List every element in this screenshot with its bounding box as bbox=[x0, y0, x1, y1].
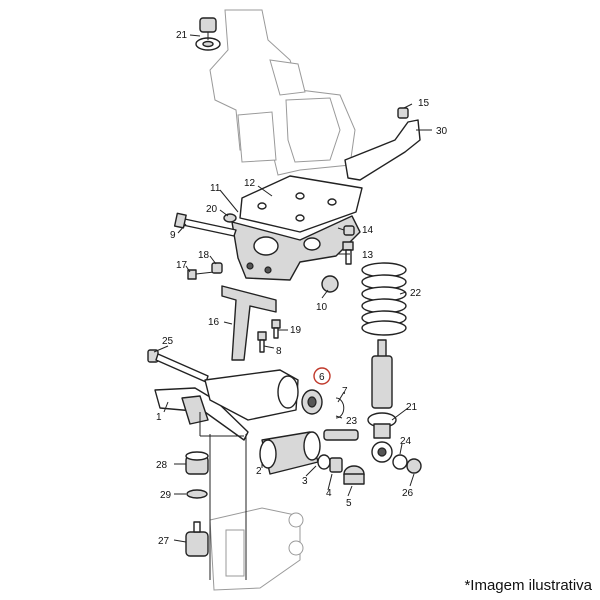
callout-labels: 21 15 30 12 11 20 9 14 18 13 17 22 10 16… bbox=[156, 30, 448, 547]
part-5-cap bbox=[343, 465, 365, 485]
part-19-bolt bbox=[271, 319, 281, 339]
part-6-bushing bbox=[301, 389, 323, 415]
callout-6: 6 bbox=[319, 372, 325, 383]
callout-24: 24 bbox=[400, 436, 412, 447]
part-21-top-nut bbox=[195, 17, 221, 51]
part-8-bolt bbox=[257, 331, 267, 353]
callout-30: 30 bbox=[436, 126, 448, 137]
part-14-washer bbox=[343, 225, 355, 236]
callout-4: 4 bbox=[326, 488, 332, 499]
callout-29: 29 bbox=[160, 490, 172, 501]
part-16-link-bracket bbox=[221, 285, 277, 361]
callout-11: 11 bbox=[210, 183, 221, 194]
callout-5: 5 bbox=[346, 498, 352, 509]
chassis-structure bbox=[209, 9, 356, 176]
part-25-long-bolt bbox=[147, 349, 209, 383]
callout-14: 14 bbox=[362, 225, 374, 236]
part-13-bolt bbox=[342, 241, 354, 265]
part-27-mount bbox=[185, 521, 209, 557]
callout-27: 27 bbox=[158, 536, 170, 547]
callout-28: 28 bbox=[156, 460, 168, 471]
callout-20: 20 bbox=[206, 204, 218, 215]
callout-2: 2 bbox=[256, 466, 262, 477]
callout-22: 22 bbox=[410, 288, 422, 299]
callout-3: 3 bbox=[302, 476, 308, 487]
callout-17: 17 bbox=[176, 260, 188, 271]
callout-25: 25 bbox=[162, 336, 174, 347]
part-26-nut bbox=[406, 458, 422, 474]
part-3-washer bbox=[317, 454, 331, 470]
part-18-nut bbox=[211, 262, 223, 274]
part-30-bracket bbox=[344, 119, 421, 181]
part-2-hub-carrier bbox=[259, 431, 321, 475]
callout-7: 7 bbox=[342, 386, 348, 397]
highlight-circle bbox=[313, 367, 331, 385]
callout-8: 8 bbox=[276, 346, 282, 357]
part-28-bushing bbox=[185, 451, 209, 475]
part-22-coil-spring bbox=[361, 262, 407, 336]
callout-12: 12 bbox=[244, 178, 256, 189]
callout-19: 19 bbox=[290, 325, 302, 336]
callout-1: 1 bbox=[156, 412, 162, 423]
part-29-washer bbox=[186, 489, 208, 499]
part-4-nut bbox=[329, 457, 343, 473]
callout-10: 10 bbox=[316, 302, 328, 313]
leader-lines bbox=[153, 32, 432, 580]
part-12-gasket-plate bbox=[239, 175, 363, 233]
callout-15: 15 bbox=[418, 98, 430, 109]
part-20-washer bbox=[223, 213, 237, 223]
illustrative-image-caption: *Imagem ilustrativa bbox=[464, 577, 592, 594]
part-21-shock-absorber bbox=[367, 339, 397, 463]
part-17-bolt bbox=[187, 269, 215, 280]
callout-13: 13 bbox=[362, 250, 374, 261]
callout-9: 9 bbox=[170, 230, 176, 241]
part-1-lower-control-arm bbox=[154, 369, 299, 441]
callout-21: 21 bbox=[176, 30, 188, 41]
part-11-mount-bracket bbox=[231, 215, 361, 281]
part-24-washer bbox=[392, 454, 408, 470]
lower-frame-structure bbox=[209, 507, 304, 591]
callout-18: 18 bbox=[198, 250, 210, 261]
part-9-bolt bbox=[173, 212, 237, 237]
callout-21-shock: 21 bbox=[406, 402, 418, 413]
part-23-pin bbox=[323, 429, 359, 441]
callout-16: 16 bbox=[208, 317, 220, 328]
callout-23: 23 bbox=[346, 416, 358, 427]
part-10-nut bbox=[321, 275, 339, 293]
part-15-bolt bbox=[397, 107, 409, 119]
part-7-snap-ring bbox=[335, 397, 345, 419]
callout-26: 26 bbox=[402, 488, 414, 499]
